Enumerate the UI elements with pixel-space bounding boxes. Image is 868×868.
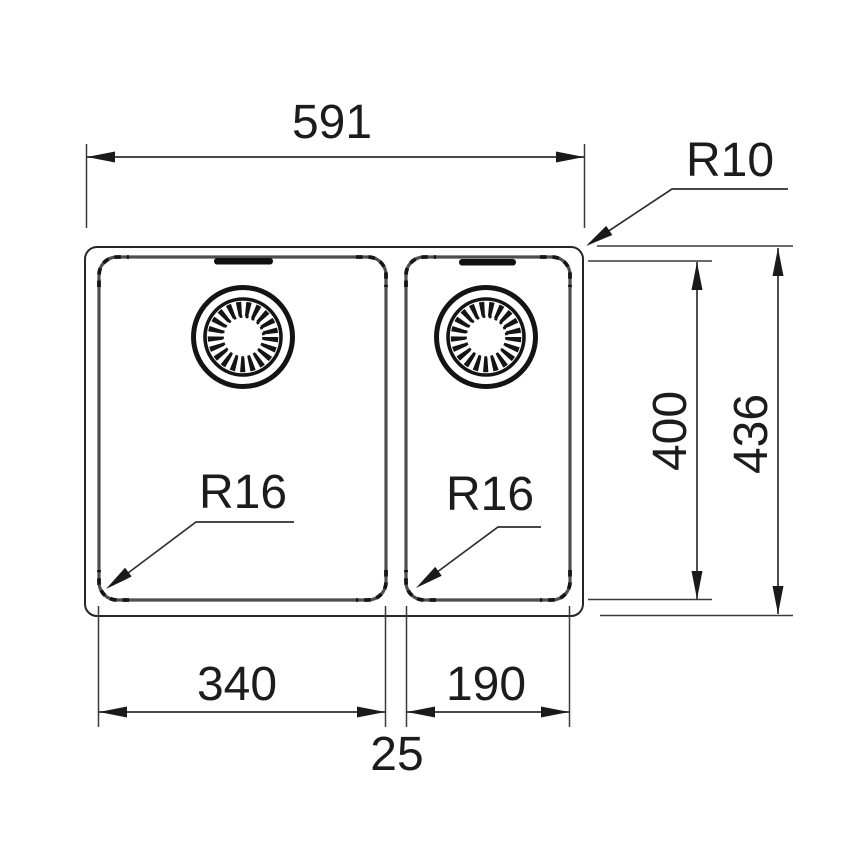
callout-right-bowl-radius: R16 <box>416 468 541 588</box>
left-drain-icon <box>191 285 295 389</box>
dim-outer-corner-radius-value: R10 <box>686 134 774 187</box>
right-bowl-corner-arc-tl <box>404 255 436 287</box>
left-bowl <box>97 255 388 602</box>
dim-left-bowl-corner-radius-value: R16 <box>199 466 287 519</box>
right-bowl-tap-slot <box>459 259 516 266</box>
dim-left-bowl-width: 340 <box>97 606 387 727</box>
left-bowl-outline <box>97 255 388 602</box>
arrowhead-right <box>541 706 569 718</box>
callout-left-bowl-radius: R16 <box>106 466 294 589</box>
dim-right-bowl-corner-radius-value: R16 <box>446 468 534 521</box>
arrowhead-leader <box>586 225 613 246</box>
arrowhead-up <box>691 262 703 290</box>
dim-overall-length-value: 436 <box>725 394 778 474</box>
arrowhead-left <box>407 706 435 718</box>
right-bowl-corner-arc-tr <box>540 255 572 287</box>
dim-bowl-gap-value: 25 <box>370 728 423 781</box>
arrowhead-right <box>357 706 385 718</box>
arrowhead-right <box>556 151 584 163</box>
dim-overall-width-value: 591 <box>292 96 372 149</box>
arrowhead-up <box>772 248 784 276</box>
dim-bowl-length-value: 400 <box>644 391 697 471</box>
dim-bowl-gap: 25 <box>370 728 423 781</box>
left-bowl-corner-arc-tr <box>356 255 388 287</box>
left-bowl-corner-arc-bl <box>97 570 129 602</box>
arrowhead-left <box>87 151 115 163</box>
right-bowl-corner-arc-br <box>540 570 572 602</box>
right-drain-icon <box>434 285 538 389</box>
dim-right-bowl-width: 190 <box>405 606 571 727</box>
left-bowl-corner-arc-br <box>356 570 388 602</box>
right-bowl <box>404 255 572 602</box>
dim-left-bowl-width-value: 340 <box>197 658 277 711</box>
dim-overall-width: 591 <box>85 96 586 228</box>
callout-outer-corner-radius: R10 <box>586 134 788 246</box>
arrowhead-left <box>99 706 127 718</box>
arrowhead-leader <box>106 567 132 589</box>
left-bowl-corner-arc-tl <box>97 255 129 287</box>
arrowhead-down <box>772 586 784 614</box>
right-bowl-corner-arc-bl <box>404 570 436 602</box>
arrowhead-leader <box>416 566 442 588</box>
dim-overall-length: 436 <box>597 245 793 617</box>
left-bowl-tap-slot <box>214 258 273 265</box>
dim-bowl-length: 400 <box>588 260 712 601</box>
arrowhead-down <box>691 571 703 599</box>
right-bowl-outline <box>404 255 572 602</box>
dim-right-bowl-width-value: 190 <box>446 658 526 711</box>
